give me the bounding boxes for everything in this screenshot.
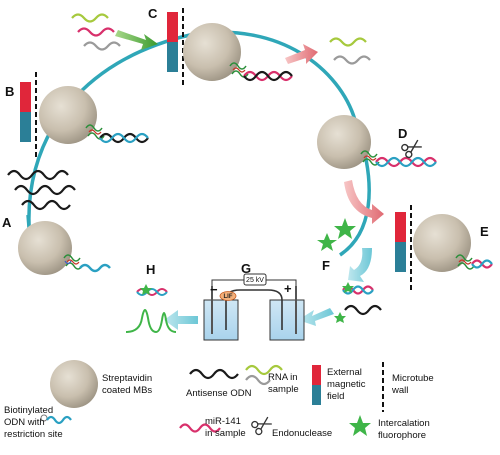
star-icon bbox=[317, 233, 337, 251]
buffer-vial-left bbox=[203, 299, 239, 341]
magnet-bottom bbox=[395, 242, 406, 272]
rna-strand bbox=[71, 13, 109, 23]
cleaved-odn bbox=[471, 259, 493, 269]
biotinylated-odn bbox=[375, 156, 437, 168]
add-sample-arrow bbox=[115, 30, 158, 50]
stage-label-c: C bbox=[148, 6, 158, 21]
legend-endo-label: Endonuclease bbox=[272, 428, 332, 439]
star-icon bbox=[334, 312, 346, 323]
scissors-icon bbox=[251, 416, 272, 436]
stage-c: C bbox=[71, 6, 293, 88]
buffer-vial-right bbox=[269, 299, 305, 341]
stage-d: D bbox=[317, 115, 437, 169]
biotinylated-odn bbox=[243, 70, 293, 82]
star-icon bbox=[140, 284, 152, 295]
magnetic-bead bbox=[317, 115, 371, 169]
magnet-top bbox=[167, 12, 178, 42]
stage-label-f: F bbox=[322, 258, 330, 273]
legend-fluor-label: Intercalation fluorophore bbox=[378, 418, 432, 441]
star-icon bbox=[342, 282, 354, 293]
rna-strand bbox=[329, 37, 367, 47]
streptavidin-cluster bbox=[63, 254, 83, 270]
magnet-bottom bbox=[167, 42, 178, 72]
stage-label-g: G bbox=[241, 261, 251, 276]
voltage-label: 25 kV bbox=[246, 277, 264, 284]
legend-mir-label: miR-141 in sample bbox=[205, 416, 246, 439]
wash-out bbox=[285, 37, 371, 65]
legend-mir-icon bbox=[179, 423, 221, 433]
stage-label-b: B bbox=[5, 84, 14, 99]
arrow-to-f bbox=[348, 248, 372, 282]
stage-b: B bbox=[5, 72, 149, 158]
fluorescent-odn bbox=[342, 285, 374, 295]
legend-rna-label: RNA in sample bbox=[268, 372, 300, 395]
mir141-duplex bbox=[375, 156, 437, 168]
legend-antisense-icon bbox=[189, 368, 239, 380]
stage-f: F bbox=[322, 258, 382, 323]
magnetic-bead bbox=[183, 23, 241, 81]
power-wire bbox=[211, 279, 297, 286]
fluorophore-stars bbox=[317, 218, 356, 251]
legend-magnet-top bbox=[312, 365, 321, 385]
lif-label: LIF bbox=[224, 294, 233, 300]
stage-label-h: H bbox=[146, 262, 155, 277]
mir141-strand bbox=[77, 27, 115, 37]
polarity-minus: − bbox=[210, 282, 218, 297]
stage-g: G 25 kV − + LIF bbox=[203, 261, 305, 341]
magnetic-bead bbox=[39, 86, 97, 144]
antisense-strand bbox=[344, 304, 382, 316]
stage-a: A bbox=[2, 215, 111, 275]
arrow-g-to-h bbox=[164, 310, 198, 330]
rna-strand-grey bbox=[333, 55, 371, 65]
scissors-icon bbox=[401, 139, 422, 159]
magnet-top bbox=[395, 212, 406, 242]
lif-detector bbox=[219, 291, 237, 301]
biotinylated-odn bbox=[79, 263, 111, 273]
legend: Streptavidin coated MBs Antisense ODN RN… bbox=[4, 360, 436, 441]
legend-odn-icon bbox=[46, 415, 72, 425]
legend-bead-icon bbox=[50, 360, 98, 408]
legend-biotin-icon bbox=[40, 414, 48, 422]
legend-rna-icon bbox=[245, 364, 283, 376]
power-supply bbox=[243, 273, 267, 286]
rna-strand-grey bbox=[83, 41, 121, 51]
magnetic-bead bbox=[18, 221, 72, 275]
stage-e: E bbox=[395, 205, 493, 290]
streptavidin-cluster bbox=[455, 254, 475, 270]
legend-magnet-label: External magnetic field bbox=[327, 367, 368, 402]
arrow-f-to-g bbox=[298, 308, 334, 326]
antisense-strands bbox=[7, 169, 76, 211]
star-icon bbox=[334, 218, 356, 239]
biotinylated-odn bbox=[99, 132, 149, 144]
stage-label-a: A bbox=[2, 215, 12, 230]
magnet-bottom bbox=[20, 112, 31, 142]
magnet-top bbox=[20, 82, 31, 112]
stage-label-d: D bbox=[398, 126, 407, 141]
legend-rna-grey-icon bbox=[245, 374, 271, 386]
legend-beads-label: Streptavidin coated MBs bbox=[102, 373, 155, 396]
star-icon bbox=[349, 415, 371, 436]
legend-antisense-label: Antisense ODN bbox=[186, 388, 252, 399]
stage-h: H bbox=[125, 262, 177, 334]
legend-wall-label: Microtube wall bbox=[391, 373, 436, 396]
stage-label-e: E bbox=[480, 224, 489, 239]
arrow-d-to-e bbox=[344, 180, 384, 224]
wash-arrow bbox=[285, 44, 318, 64]
legend-magnet-bottom bbox=[312, 385, 321, 405]
electropherogram-trace bbox=[125, 309, 177, 334]
polarity-plus: + bbox=[284, 281, 292, 296]
legend-biotin-label: Biotinylated ODN with restriction site bbox=[4, 405, 63, 440]
